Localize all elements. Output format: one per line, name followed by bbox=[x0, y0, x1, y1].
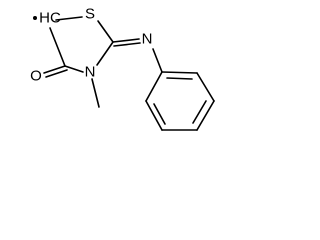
phenyl-bond-6 bbox=[145, 71, 163, 102]
atom-label-s: S bbox=[85, 6, 95, 23]
radical-dot bbox=[33, 16, 37, 20]
phenyl-bond-5 bbox=[145, 100, 163, 131]
phenyl-bond-2 bbox=[196, 72, 215, 102]
phenyl-double-3 bbox=[153, 103, 166, 125]
bond-c4-o-a bbox=[43, 65, 66, 74]
bond-s1-c2 bbox=[97, 20, 114, 43]
phenyl-double-1 bbox=[166, 77, 193, 80]
atom-label-hc: HC bbox=[39, 10, 61, 27]
phenyl-double-2 bbox=[192, 100, 207, 124]
atom-label-n-ring: N bbox=[85, 64, 96, 81]
atom-label-o: O bbox=[30, 68, 42, 85]
bond-c2-n3 bbox=[96, 41, 114, 66]
phenyl-bond-1 bbox=[161, 71, 198, 74]
bond-n-phenyl bbox=[152, 48, 163, 73]
phenyl-bond-3 bbox=[196, 100, 215, 131]
bond-c5-s1 bbox=[55, 16, 83, 21]
bond-c4-o-b bbox=[45, 69, 68, 78]
molecule-structure: HC S N N O bbox=[30, 6, 215, 131]
bond-c2-n-exo-b bbox=[113, 42, 141, 47]
bond-n3-methyl bbox=[91, 78, 100, 108]
bond-c2-n-exo-a bbox=[112, 38, 140, 43]
bond-c4-c5 bbox=[49, 27, 66, 67]
bond-n3-c4 bbox=[64, 65, 84, 73]
atom-label-n-exo: N bbox=[142, 31, 153, 48]
